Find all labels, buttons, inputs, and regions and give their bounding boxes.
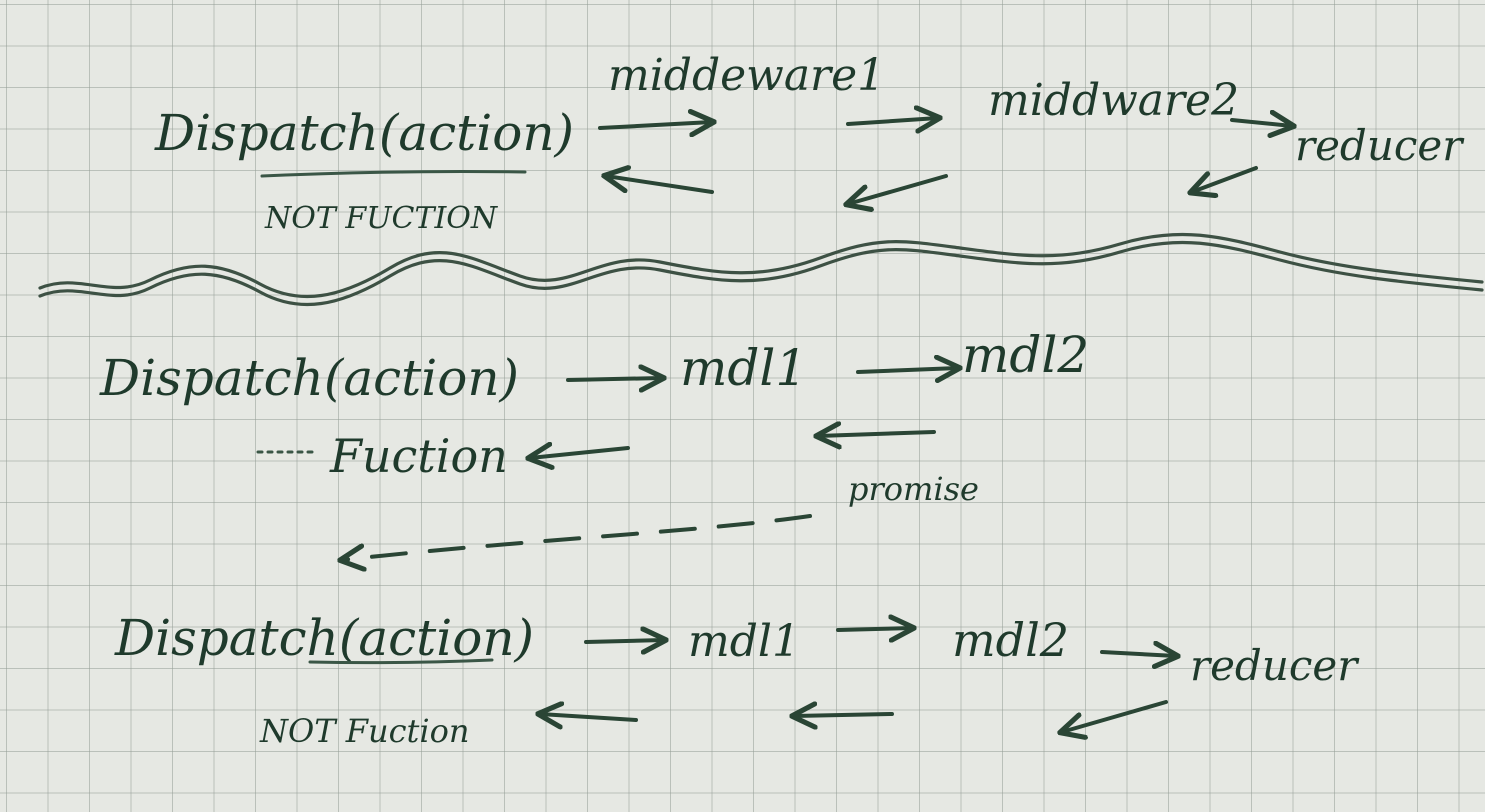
top-not-function-note: NOT FUCTION xyxy=(264,201,499,236)
arrow-bottom-dispatch-to-mdl1 xyxy=(584,640,664,642)
reducer-label-bottom: reducer xyxy=(1190,641,1360,690)
arrow-bottom-mdl2-to-reducer xyxy=(1100,652,1176,656)
middle-mdl1-label: mdl1 xyxy=(680,339,807,397)
middle-flow: Dispatch(action) Fuction mdl1 mdl2 promi… xyxy=(99,326,1089,560)
middle-dispatch-label: Dispatch(action) xyxy=(99,349,519,407)
arrow-mdl1-back-function xyxy=(530,448,630,458)
middle-function-note: Fuction xyxy=(329,429,508,483)
arrow-mw1-back-to-dispatch xyxy=(606,176,714,194)
top-dispatch-label: Dispatch(action) xyxy=(154,104,574,162)
arrow-mw2-to-reducer xyxy=(1230,120,1292,126)
bottom-mdl1-label: mdl1 xyxy=(688,616,800,667)
bottom-flow: Dispatch(action) NOT Fuction mdl1 mdl2 r… xyxy=(114,609,1360,750)
middle-mdl2-label: mdl2 xyxy=(962,326,1089,384)
arrow-bottom-mdl2-back xyxy=(794,714,894,716)
top-dispatch-underline xyxy=(260,170,527,178)
arrow-mw1-to-mw2 xyxy=(846,118,938,124)
arrow-bottom-mdl1-to-mdl2 xyxy=(836,628,912,630)
arrow-bottom-mdl1-back xyxy=(540,714,638,720)
arrow-dispatch-to-mdl1 xyxy=(566,378,662,380)
top-flow: Dispatch(action) NOT FUCTION middeware1 … xyxy=(154,50,1465,236)
bottom-dispatch-underline xyxy=(308,658,494,665)
promise-redispatch-dashed-arrow xyxy=(342,514,812,560)
arrow-mdl2-back-function xyxy=(818,432,936,436)
arrow-mdl1-to-mdl2 xyxy=(856,368,958,372)
bottom-mdl2-label: mdl2 xyxy=(952,613,1069,667)
middleware2-label: middware2 xyxy=(988,75,1239,126)
bottom-not-function-note: NOT Fuction xyxy=(259,712,469,750)
arrow-mw2-back-to-mw1 xyxy=(848,174,948,204)
reducer-label-top: reducer xyxy=(1295,121,1465,170)
arrow-reducer-back-to-mw2 xyxy=(1192,166,1258,192)
wavy-divider xyxy=(38,232,1484,307)
middleware1-label: middeware1 xyxy=(608,50,885,101)
arrow-dispatch-to-mw1 xyxy=(598,122,712,128)
arrow-bottom-reducer-back xyxy=(1062,700,1168,732)
promise-label: promise xyxy=(848,470,979,508)
bottom-dispatch-label: Dispatch(action) xyxy=(114,609,534,667)
